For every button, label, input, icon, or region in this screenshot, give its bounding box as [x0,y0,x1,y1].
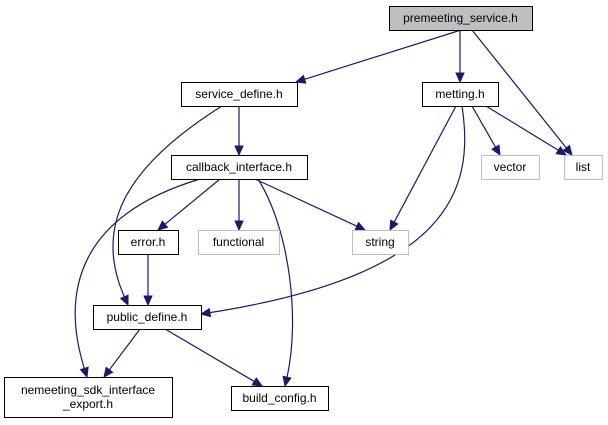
node-label: list [576,160,591,174]
edge-line [485,105,559,151]
node-box [389,6,533,31]
edge-line [393,105,457,223]
node-box [352,230,409,255]
edge-line [254,178,358,227]
edge-line [471,105,497,148]
node-box [171,155,308,180]
node-box [564,155,603,180]
node-label: callback_interface.h [186,160,292,174]
node-label: vector [494,160,527,174]
arrowhead [282,375,292,388]
edges-layer [74,29,573,388]
node-vector: vector [481,155,540,180]
edge-callback-interface-to-error [157,178,221,231]
edge-metting-to-vector [471,105,501,157]
nodes-layer: premeeting_service.h service_define.h mett… [4,6,603,418]
node-error[interactable]: error.h [118,230,179,255]
node-metting[interactable]: metting.h [422,82,499,107]
node-build-config[interactable]: build_config.h [231,386,329,411]
node-box [422,82,499,107]
node-string: string [352,230,409,255]
arrowhead [555,145,568,156]
arrowhead [389,219,399,232]
arrowhead [79,366,89,379]
node-label: build_config.h [242,391,316,405]
node-nemeeting-sdk-interface-export[interactable]: nemeeting_sdk_interface_export.h [4,377,173,418]
node-label: service_define.h [195,87,282,101]
node-callback-interface[interactable]: callback_interface.h [171,155,308,180]
arrowhead [234,220,244,232]
node-box [481,155,540,180]
node-label: public_define.h [107,310,188,324]
edge-line [257,178,294,378]
node-label: metting.h [435,87,484,101]
node-box [181,82,298,107]
arrowhead [119,294,129,307]
edge-public-define-to-build-config [164,328,264,387]
edge-line [471,29,567,149]
edge-public-define-to-nemeeting-sdk-interface-export [103,328,141,378]
arrowhead [199,307,212,318]
node-label: functional [213,235,264,249]
edge-metting-to-list [485,105,568,156]
edge-callback-interface-to-nemeeting-sdk-interface-export [74,178,201,379]
edge-service-define-to-public-define [112,105,223,307]
edge-error-to-public-define [143,254,153,307]
arrowhead [143,295,153,307]
arrowhead [294,74,307,84]
node-box [4,377,173,418]
node-box [118,230,179,255]
edge-metting-to-public-define [199,105,466,318]
node-label: error.h [131,235,166,249]
arrowhead [354,221,367,231]
node-label: _export.h [62,397,113,411]
node-label: premeeting_service.h [403,11,518,25]
edge-line [74,178,201,369]
edge-line [108,328,141,371]
edge-callback-interface-to-build-config [257,178,294,388]
arrowhead [103,366,114,378]
edge-premeeting-service-to-service-define [294,29,462,84]
node-label: string [365,235,394,249]
node-box [93,305,202,330]
node-box [231,386,329,411]
edge-line [304,29,462,80]
node-public-define[interactable]: public_define.h [93,305,202,330]
edge-premeeting-service-to-metting [455,30,465,84]
node-service-define[interactable]: service_define.h [181,82,298,107]
node-box [198,230,280,255]
arrowhead [157,220,169,231]
node-list: list [564,155,603,180]
edge-line [209,105,466,314]
edge-line [112,105,223,298]
edge-callback-interface-to-string [254,178,367,231]
node-premeeting-service[interactable]: premeeting_service.h [389,6,533,31]
edge-line [164,178,221,225]
arrowhead [251,377,264,387]
arrowhead [455,72,465,84]
edge-metting-to-string [389,105,457,232]
node-label: nemeeting_sdk_interface [21,383,155,397]
edge-callback-interface-to-functional [234,179,244,232]
edge-service-define-to-callback-interface [234,106,244,157]
arrowhead [491,144,501,157]
node-functional: functional [198,230,280,255]
edge-premeeting-service-to-list [471,29,573,156]
edge-line [164,328,255,382]
arrowhead [234,145,244,157]
arrowhead [562,144,573,156]
